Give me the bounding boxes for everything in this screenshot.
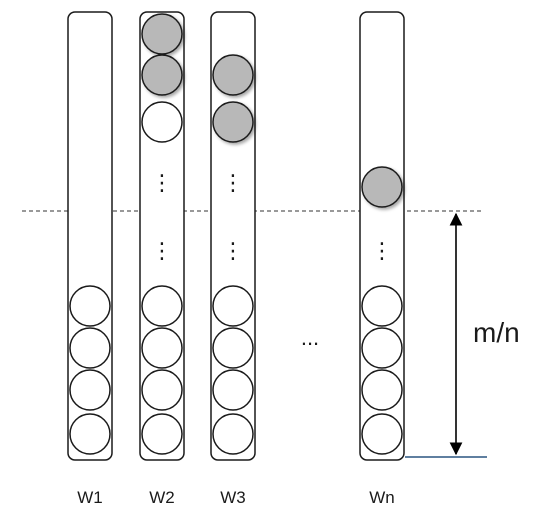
gap-ellipsis: ... — [301, 325, 319, 350]
top-ball-filled — [212, 101, 254, 143]
bottom-ball — [361, 327, 403, 369]
column-w2: ⋮ ⋮ W2 — [139, 11, 185, 507]
upper-vertical-dots: ⋮ — [222, 170, 244, 195]
column-label-wn: Wn — [369, 488, 395, 507]
bottom-ball — [69, 413, 111, 455]
bottom-ball — [69, 285, 111, 327]
bottom-ball — [69, 369, 111, 411]
bottom-ball — [212, 285, 254, 327]
column-w1: W1 — [67, 11, 113, 507]
upper-vertical-dots: ⋮ — [151, 170, 173, 195]
lower-vertical-dots: ⋮ — [151, 238, 173, 263]
bottom-ball — [212, 413, 254, 455]
bottom-ball — [361, 413, 403, 455]
top-ball-filled — [212, 54, 254, 96]
top-ball-empty — [141, 101, 183, 143]
bottom-ball — [141, 285, 183, 327]
bottom-ball — [361, 369, 403, 411]
bottom-ball — [141, 327, 183, 369]
bottom-ball — [361, 285, 403, 327]
top-ball-filled — [141, 13, 183, 55]
bottom-ball — [69, 327, 111, 369]
bottom-ball — [212, 327, 254, 369]
bottom-ball — [141, 369, 183, 411]
columns-group: W1 ⋮ ⋮ W2 ⋮ ⋮ W3 ⋮ Wn — [67, 11, 405, 507]
bottom-ball — [141, 413, 183, 455]
lower-vertical-dots: ⋮ — [222, 238, 244, 263]
column-wn: ⋮ Wn — [359, 11, 405, 507]
column-label-w1: W1 — [77, 488, 103, 507]
lower-vertical-dots: ⋮ — [371, 238, 393, 263]
column-w3: ⋮ ⋮ W3 — [210, 11, 256, 507]
bottom-ball — [212, 369, 254, 411]
top-ball-filled — [141, 54, 183, 96]
column-label-w2: W2 — [149, 488, 175, 507]
top-ball-filled — [361, 166, 403, 208]
column-label-w3: W3 — [220, 488, 246, 507]
measure-label: m/n — [473, 317, 520, 348]
